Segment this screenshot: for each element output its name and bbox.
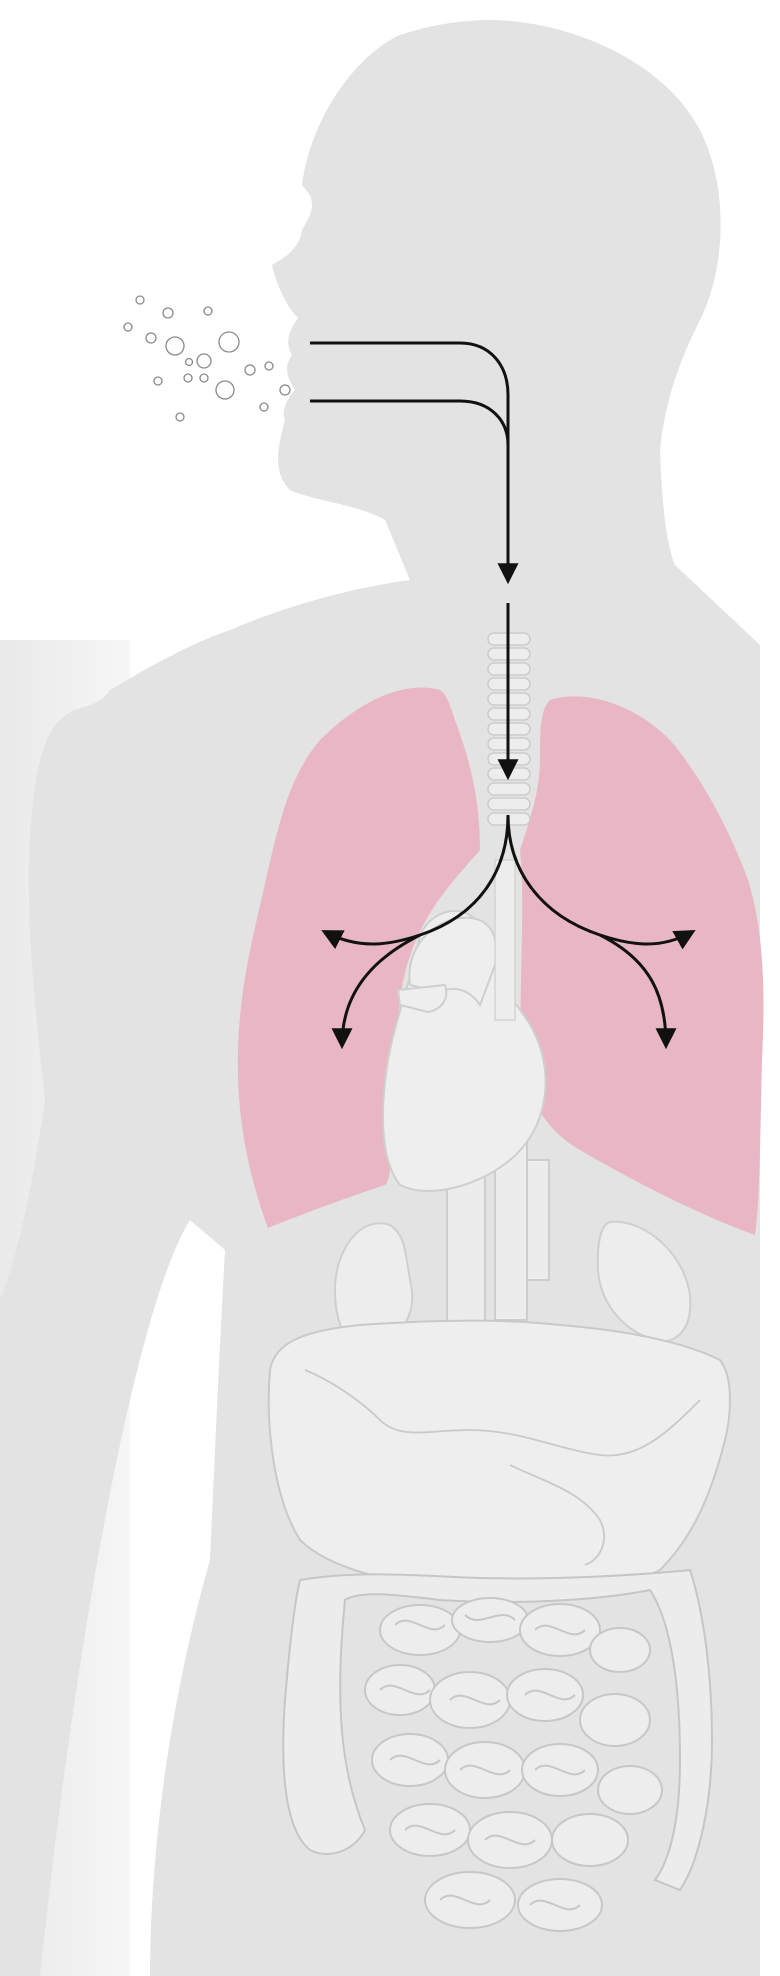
small-intestine — [364, 1597, 663, 1932]
right-bronchus-lower-arrow — [599, 933, 677, 1050]
airflow-arrows — [310, 341, 696, 1050]
right-bronchus-upper-arrow — [506, 814, 696, 950]
vena-cava — [526, 1159, 550, 1281]
left-bronchus-lower-arrow — [331, 933, 421, 1050]
oral-airflow-line — [310, 399, 510, 446]
left-lung — [237, 687, 480, 1228]
left-bronchus-upper-arrow — [321, 814, 510, 950]
pulmonary-vessels — [396, 983, 448, 1014]
liver-stomach-group — [267, 1319, 731, 1597]
aortic-arch — [408, 916, 498, 1008]
stomach-contour — [509, 1464, 605, 1566]
stomach-line — [304, 1369, 701, 1457]
colon — [282, 1568, 714, 1892]
trachea-lower — [494, 859, 516, 1021]
nasal-airflow-line — [310, 341, 519, 585]
particles-icon — [123, 295, 291, 422]
